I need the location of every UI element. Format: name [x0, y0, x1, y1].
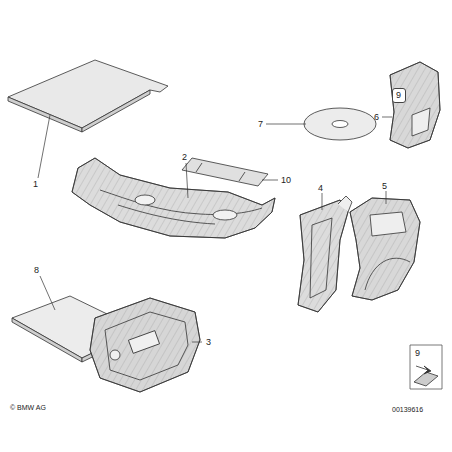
pillar-insulation	[298, 200, 348, 312]
callout-box: 9	[392, 88, 406, 103]
insulation-strip	[182, 158, 268, 186]
callout-number: 8	[34, 266, 39, 275]
leader-lines	[38, 115, 392, 342]
callout-number: 1	[33, 180, 38, 189]
callout-number: 9	[396, 91, 402, 100]
symbol-box	[410, 345, 442, 389]
callout-number: 3	[206, 338, 211, 347]
foam-disc	[304, 108, 376, 140]
symbol-callout: 9	[412, 347, 426, 362]
diagram-number: 00139616	[392, 406, 423, 413]
callout-number: 6	[374, 113, 379, 122]
wheel-arch-insulation	[350, 198, 420, 300]
door-insulation	[90, 298, 200, 392]
rear-wall-insulation	[72, 158, 275, 238]
callout-number: 7	[258, 120, 263, 129]
copyright-note: © BMW AG	[10, 404, 46, 411]
callout-number: 5	[382, 182, 387, 191]
callout-number: 2	[182, 153, 187, 162]
side-insulation	[390, 62, 440, 148]
callout-number: 9	[415, 349, 423, 358]
callout-number: 4	[318, 184, 323, 193]
callout-number: 10	[281, 176, 291, 185]
